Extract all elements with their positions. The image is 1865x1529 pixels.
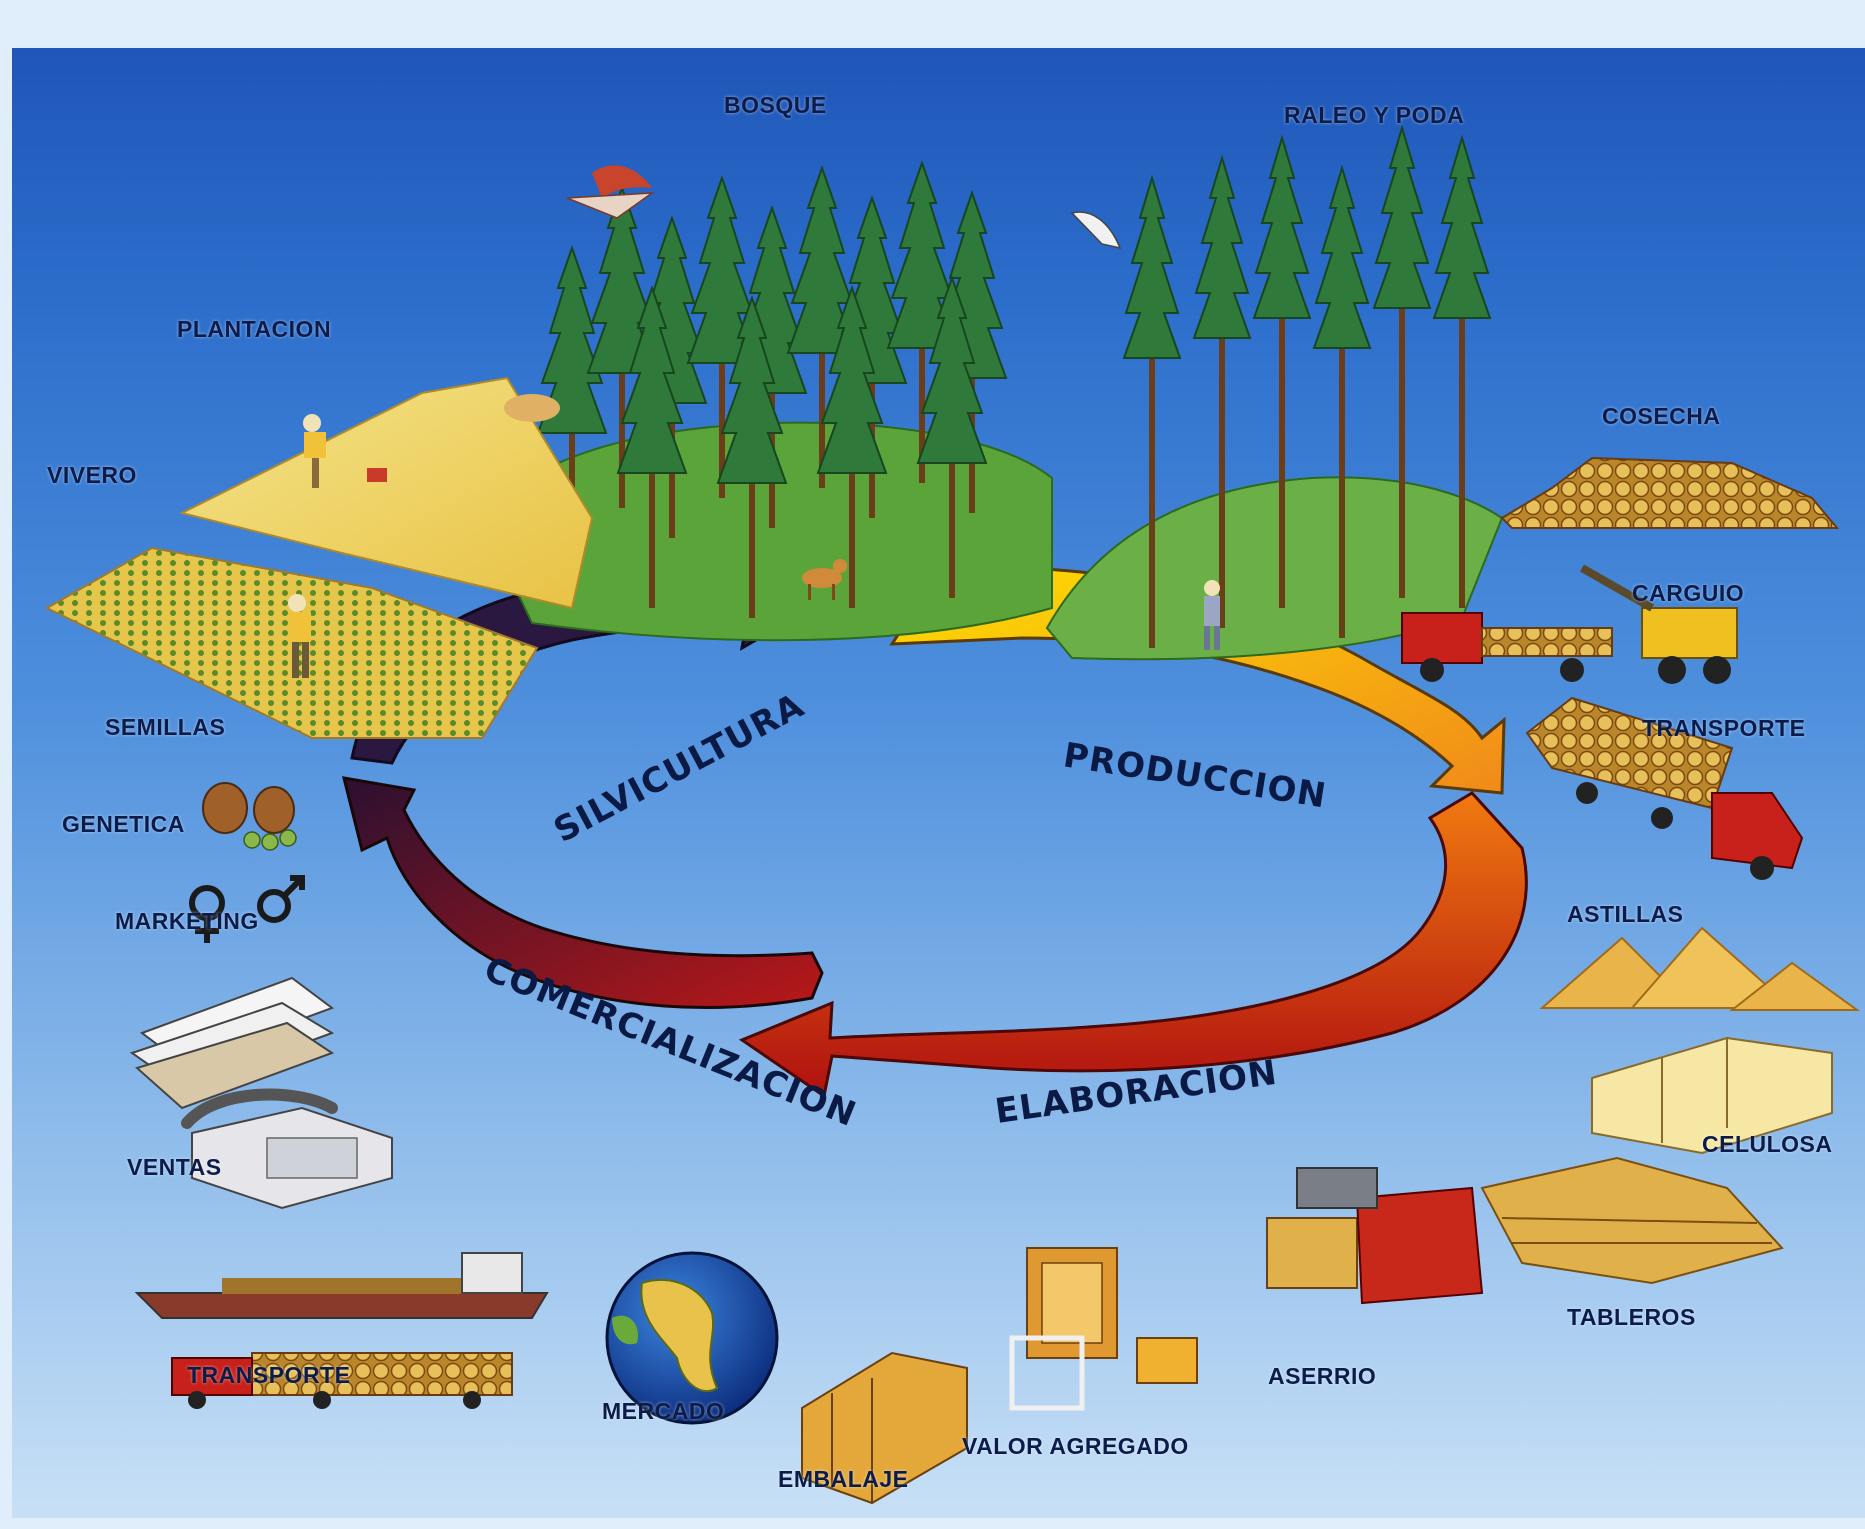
label-marketing: MARKETING bbox=[115, 908, 259, 934]
tableros-boards-illustration bbox=[1480, 1156, 1784, 1285]
diagram-artwork: SILVICULTURA PRODUCCION ELABORACION COME… bbox=[44, 127, 1861, 1505]
bosque-forest-illustration bbox=[480, 162, 1053, 642]
genetica-symbols-illustration bbox=[189, 875, 305, 943]
label-bosque: BOSQUE bbox=[724, 92, 827, 118]
label-embalaje: EMBALAJE bbox=[778, 1466, 909, 1492]
valor-agregado-furniture-illustration bbox=[1009, 1247, 1198, 1411]
vivero-nursery-illustration bbox=[44, 546, 539, 739]
label-carguio: CARGUIO bbox=[1632, 580, 1745, 606]
label-tableros: TABLEROS bbox=[1567, 1304, 1696, 1330]
label-plantacion: PLANTACION bbox=[177, 316, 332, 342]
ventas-telephone-illustration bbox=[181, 1088, 393, 1210]
label-genetica: GENETICA bbox=[62, 811, 185, 837]
mercado-globe-illustration bbox=[605, 1251, 779, 1425]
label-cosecha: COSECHA bbox=[1602, 403, 1721, 429]
label-astillas: ASTILLAS bbox=[1567, 901, 1684, 927]
embalaje-crate-illustration bbox=[801, 1351, 968, 1505]
label-ventas: VENTAS bbox=[127, 1154, 222, 1180]
label-valor-agregado: VALOR AGREGADO bbox=[962, 1433, 1189, 1459]
raleo-y-poda-illustration bbox=[1045, 127, 1504, 661]
aserrio-sawmill-illustration bbox=[1266, 1167, 1484, 1305]
label-mercado: MERCADO bbox=[602, 1398, 725, 1424]
comercializacion-arrow bbox=[341, 776, 824, 1010]
label-vivero: VIVERO bbox=[47, 462, 137, 488]
transporte-log-truck-illustration bbox=[1525, 696, 1804, 880]
label-transporte-bottom: TRANSPORTE bbox=[187, 1362, 351, 1388]
cosecha-logs-illustration bbox=[1500, 456, 1840, 529]
plantacion-field-illustration bbox=[179, 376, 594, 610]
elaboracion-arrow bbox=[738, 791, 1528, 1099]
semillas-cones-illustration bbox=[202, 782, 297, 851]
astillas-chip-piles-illustration bbox=[1539, 926, 1861, 1011]
transporte-ship-truck-illustration bbox=[134, 1252, 549, 1409]
phase-label-produccion: PRODUCCION bbox=[1061, 735, 1330, 816]
forestry-cycle-diagram: SILVICULTURA PRODUCCION ELABORACION COME… bbox=[12, 48, 1865, 1518]
label-raleo-y-poda: RALEO Y PODA bbox=[1284, 102, 1465, 128]
phase-label-silvicultura: SILVICULTURA bbox=[547, 686, 810, 851]
label-aserrio: ASERRIO bbox=[1268, 1363, 1377, 1389]
label-semillas: SEMILLAS bbox=[105, 714, 226, 740]
label-transporte-top: TRANSPORTE bbox=[1642, 715, 1806, 741]
celulosa-bales-illustration bbox=[1591, 1036, 1833, 1155]
carguio-truck-illustration bbox=[1401, 564, 1738, 684]
marketing-documents-illustration bbox=[129, 976, 335, 1110]
label-celulosa: CELULOSA bbox=[1702, 1131, 1833, 1157]
